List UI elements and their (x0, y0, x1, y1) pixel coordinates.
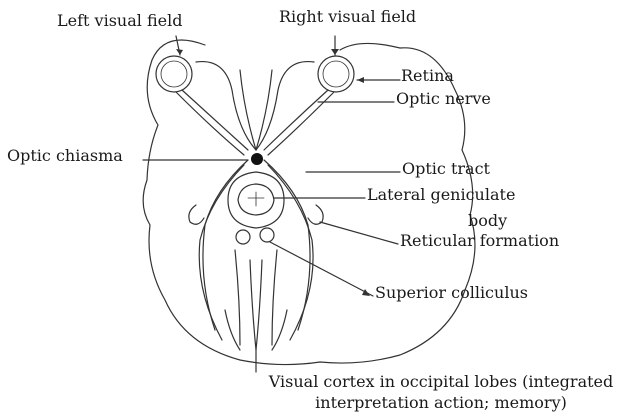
label-lateral-geniculate-body: body (468, 212, 507, 230)
superior-colliculus-left (236, 230, 250, 244)
label-retina: Retina (401, 67, 454, 85)
optic-chiasma-dot (251, 153, 263, 165)
label-reticular-formation: Reticular formation (400, 232, 559, 250)
label-optic-tract: Optic tract (402, 160, 490, 178)
label-visual-cortex-line1: Visual cortex in occipital lobes (integr… (256, 373, 626, 391)
label-lateral-geniculate: Lateral geniculate (367, 186, 515, 204)
label-optic-nerve: Optic nerve (396, 90, 491, 108)
right-optic-tract (264, 160, 310, 330)
label-visual-cortex-line2: interpretation action; memory) (256, 394, 626, 412)
label-optic-chiasma: Optic chiasma (7, 147, 123, 165)
right-optic-nerve (264, 90, 328, 150)
superior-colliculus-right (260, 228, 274, 242)
left-optic-tract (203, 160, 248, 330)
label-right-visual-field: Right visual field (279, 8, 416, 26)
label-superior-colliculus: Superior colliculus (375, 284, 528, 302)
left-optic-nerve (182, 90, 248, 150)
label-left-visual-field: Left visual field (57, 12, 182, 30)
